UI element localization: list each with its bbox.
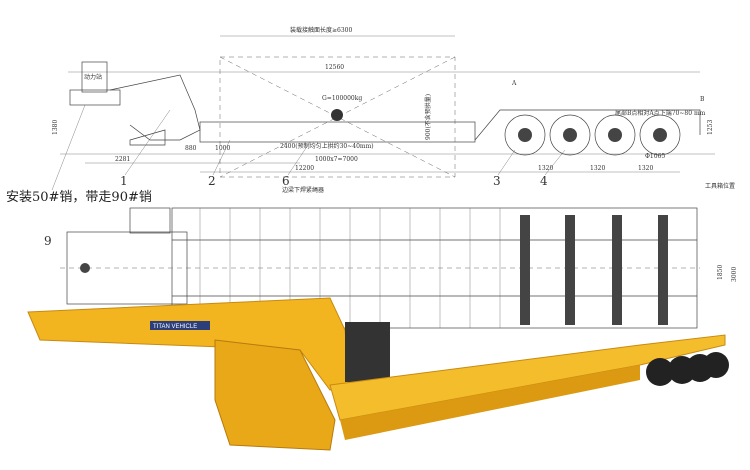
dim-1253: 1253 [707, 120, 714, 135]
callout-4: 4 [540, 174, 548, 188]
side-beam-note: 边梁下焊紧绳器 [282, 186, 324, 194]
point-a: A [511, 80, 517, 87]
dim-wheel: Φ1065 [645, 153, 665, 160]
dim-1320-c: 1320 [638, 165, 653, 172]
dim-2281: 2281 [115, 156, 130, 163]
pin-note: 安装50#销，带走90#销 [6, 190, 152, 205]
callout-1: 1 [120, 174, 128, 188]
dim-880: 880 [185, 145, 197, 152]
load-length-label: 装载接触面长度≥6300 [290, 26, 352, 34]
wheels [504, 114, 681, 156]
callout-9: 9 [44, 234, 52, 248]
brand-label: TITAN VEHICLE [153, 324, 197, 330]
vertical-dim: 900(不含预拱量) [424, 94, 432, 140]
trailer-photo: TITAN VEHICLE [27, 297, 729, 451]
tail-note: 尾部B点相对A点下端70~80 mm [615, 109, 706, 117]
power-station-label: 动力站 [84, 73, 102, 81]
load-label: G=100000kg [322, 95, 362, 102]
callout-3: 3 [493, 174, 501, 188]
dim-12200: 12200 [295, 165, 314, 172]
callouts: 1 2 6 3 4 9 [44, 104, 566, 248]
dim-1850: 1850 [717, 265, 724, 280]
callout-6: 6 [282, 174, 290, 188]
side-view: 装载接触面长度≥6300 12560 G=100000kg 2400(预制均匀上… [52, 26, 715, 178]
toolbox-note: 工具箱位置 [705, 182, 735, 190]
dim-1380: 1380 [52, 120, 59, 135]
callout-2: 2 [208, 174, 216, 188]
dim-1000: 1000 [215, 145, 230, 152]
dim-1320-b: 1320 [590, 165, 605, 172]
dim-7000: 1000x7=7000 [315, 156, 358, 163]
overall-length-label: 12560 [325, 64, 344, 71]
point-b: B [700, 96, 705, 103]
dim-3000: 3000 [731, 267, 738, 282]
top-view: 1850 3000 [60, 207, 738, 329]
dim-1320-a: 1320 [538, 165, 553, 172]
camber-note: 2400(预制均匀上拱约30~40mm) [280, 142, 374, 150]
